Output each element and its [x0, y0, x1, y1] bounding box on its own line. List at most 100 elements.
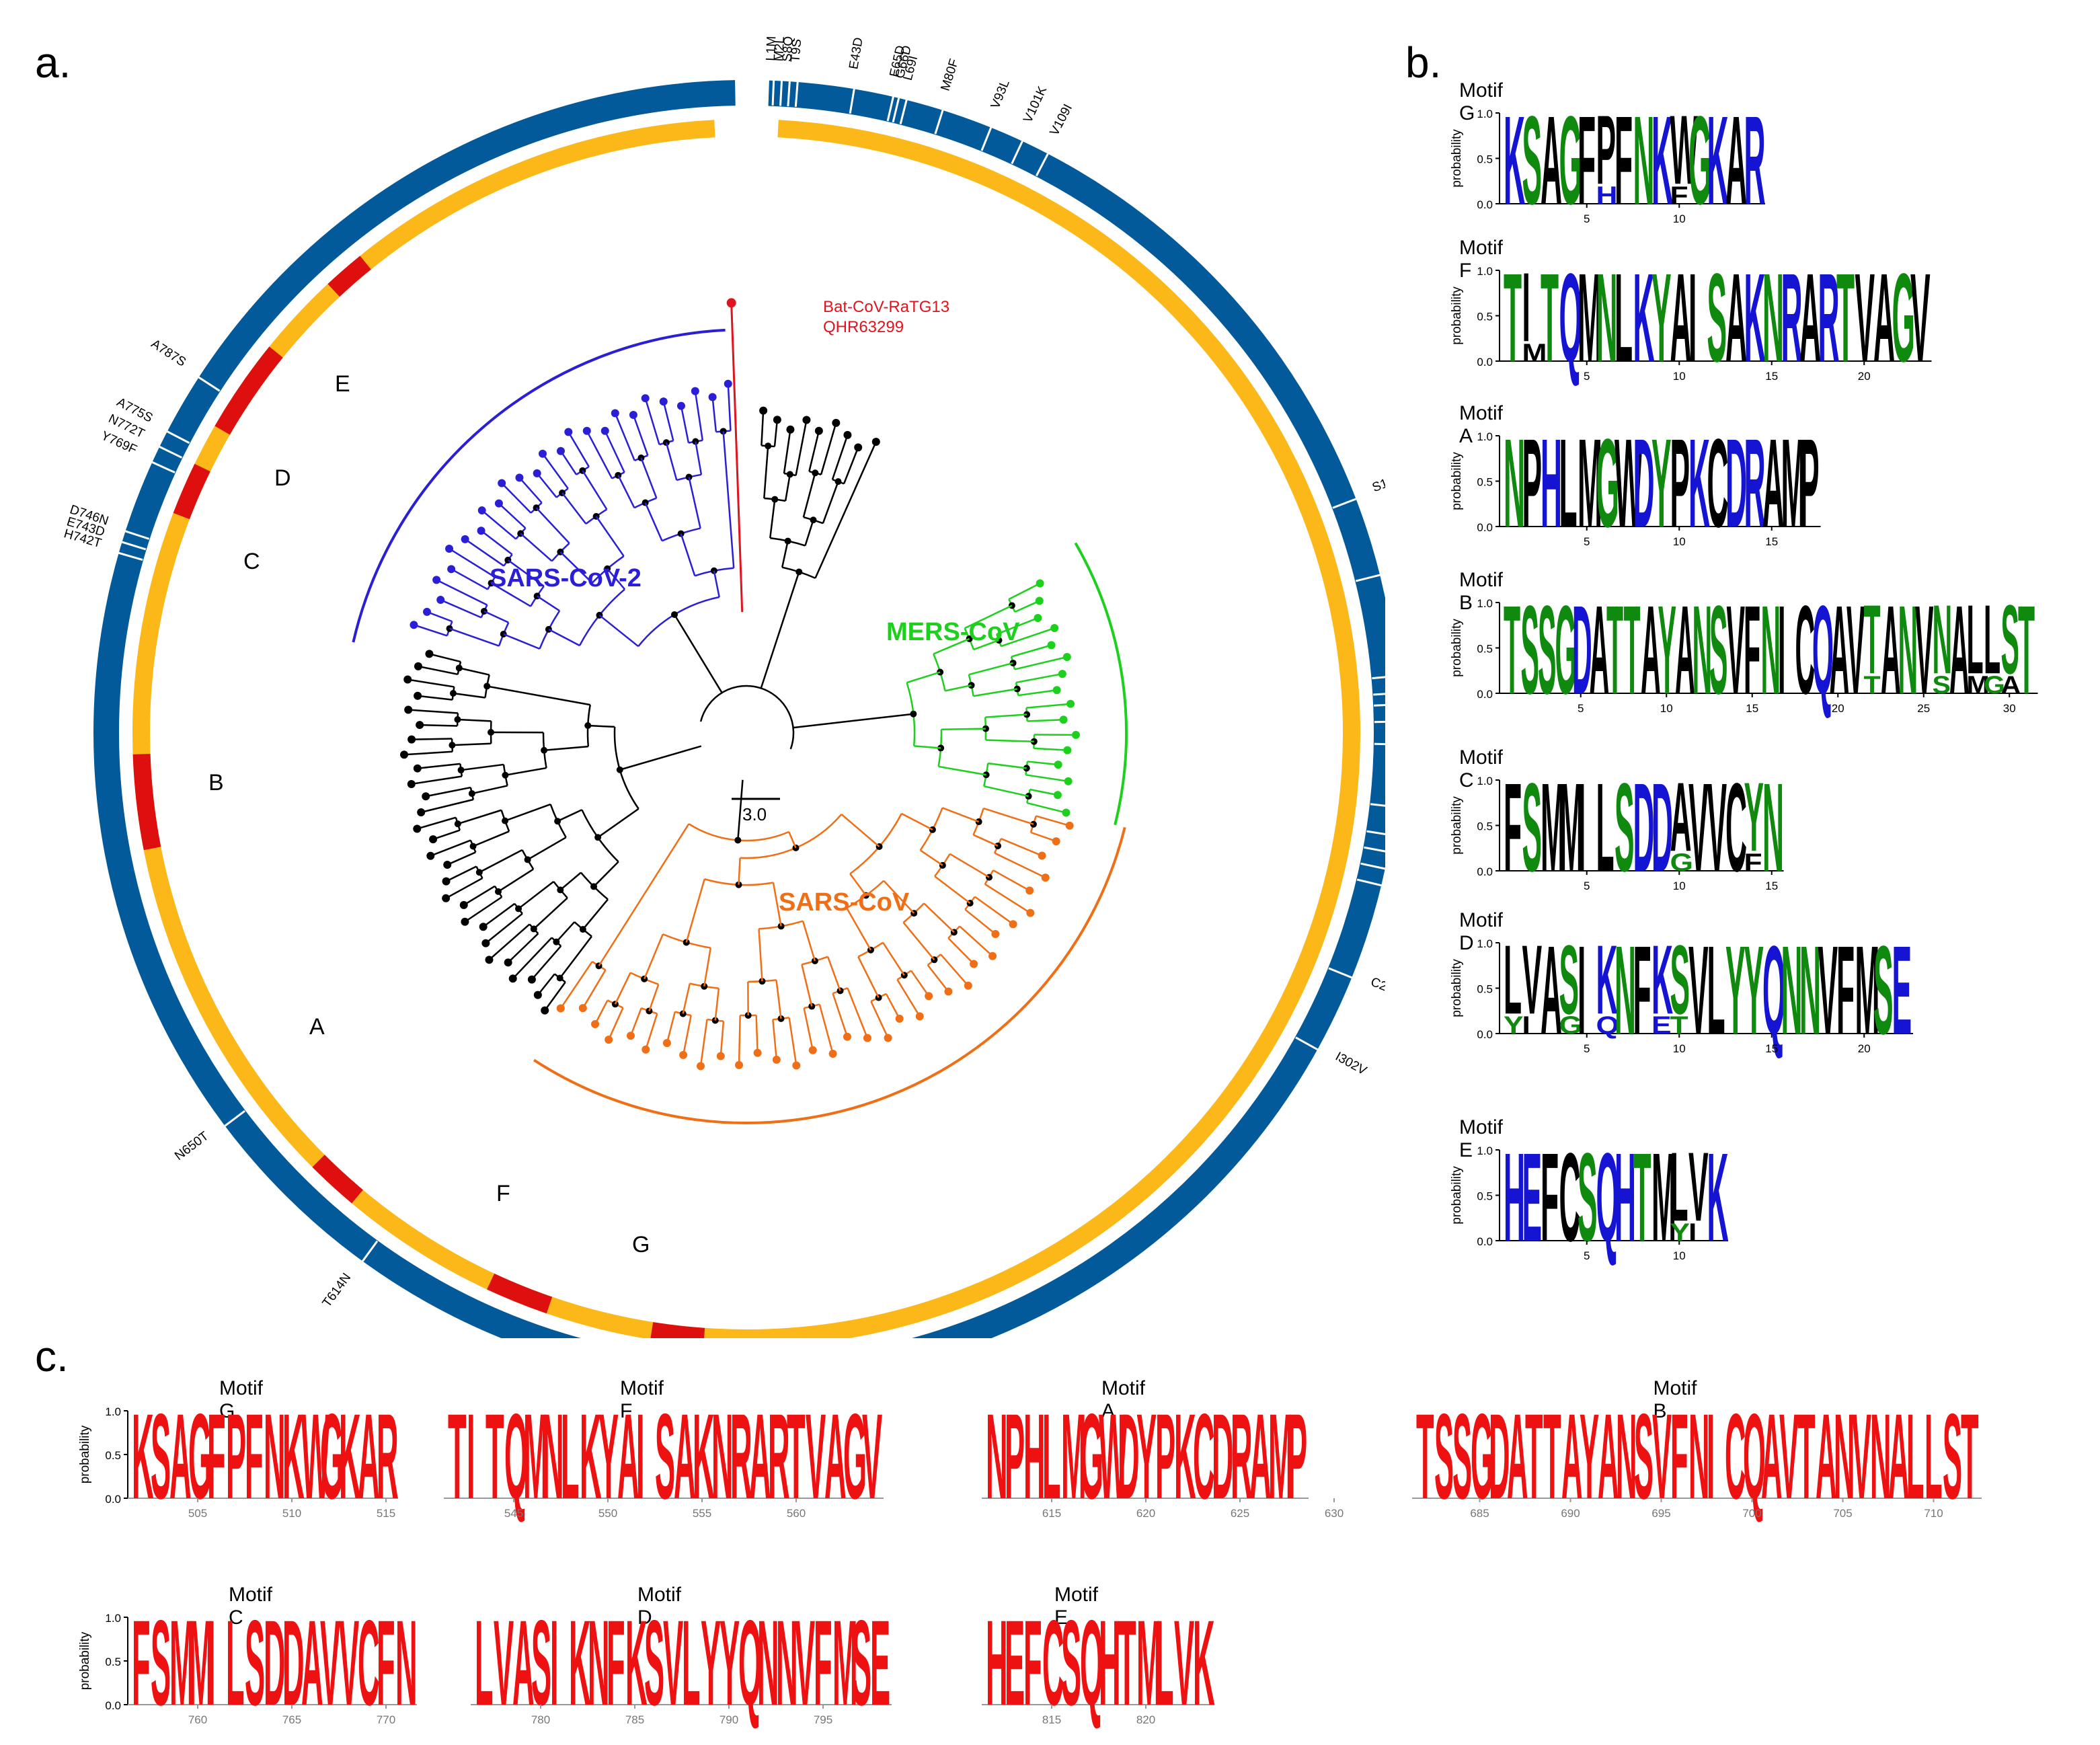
logo-letter: I — [467, 1389, 475, 1524]
y-tick-label: 0.5 — [1477, 1190, 1493, 1203]
mutation-label: M80F — [938, 57, 962, 93]
mers-cov-arc — [1075, 543, 1126, 825]
logo-letter: I — [207, 1595, 216, 1731]
logo-letter-sub: Y — [1670, 1218, 1690, 1246]
logo-letter: N — [1762, 757, 1784, 898]
x-tick-label: 615 — [1042, 1507, 1061, 1520]
logo-letter: S — [1061, 1595, 1081, 1731]
logo-letter: R — [377, 1389, 399, 1524]
x-tick-label: 545 — [504, 1507, 523, 1520]
y-tick-label: 1.0 — [1477, 937, 1493, 950]
logo-letter: P — [1287, 1389, 1307, 1524]
logo-letter: L — [475, 1595, 494, 1731]
x-tick-label: 20 — [1832, 702, 1844, 715]
logo-letter: P — [1670, 413, 1690, 553]
x-tick-label: 10 — [1673, 535, 1686, 548]
x-tick-label: 795 — [814, 1713, 832, 1726]
logo-letter: V — [1855, 247, 1875, 388]
logo-letter: K — [1707, 1127, 1729, 1268]
logo-letter: Y — [701, 1595, 721, 1731]
mutation-label: V109I — [1048, 102, 1076, 139]
logo-letter: F — [1578, 90, 1596, 231]
x-tick-label: 10 — [1660, 702, 1673, 715]
logo-letter: S — [655, 1389, 675, 1524]
x-tick-label: 5 — [1584, 370, 1590, 383]
y-tick-label: 0.0 — [1477, 198, 1493, 211]
logo-letter: Y — [1744, 920, 1764, 1060]
logo-letter: F — [1615, 90, 1633, 231]
x-tick-label: 15 — [1765, 535, 1778, 548]
x-tick-label: 770 — [377, 1713, 395, 1726]
logo-letter: I — [1578, 757, 1586, 898]
y-axis-label: probability — [1450, 619, 1464, 677]
logo-letter: F — [1836, 920, 1855, 1060]
logo-letter: T — [1504, 247, 1522, 388]
logo-letter: T — [485, 1389, 504, 1524]
logo-letter: V — [795, 1595, 815, 1731]
logo-letter: I — [1778, 579, 1785, 720]
genome-rings — [106, 93, 1385, 1338]
logo-letter: S — [1709, 579, 1727, 720]
mutation-label: A787S — [149, 337, 188, 370]
y-tick-label: 0.0 — [1477, 1235, 1493, 1248]
logo-letter: V — [663, 1595, 683, 1731]
x-tick-label: 10 — [1673, 212, 1686, 225]
clade-sars — [557, 808, 1074, 1070]
logo-letter: F — [1504, 757, 1522, 898]
logo-letter: L — [682, 1595, 701, 1731]
logo-letter: R — [1744, 90, 1766, 231]
tree-root — [620, 572, 914, 840]
clade-label-mers-cov: MERS-CoV — [886, 618, 1020, 646]
logo-letter: T — [1118, 1595, 1136, 1731]
logo-letter: L — [1906, 1388, 1924, 1524]
logo-letter-sub: I — [1522, 1011, 1530, 1039]
x-tick-label: 25 — [1917, 702, 1930, 715]
x-tick-label: 20 — [1858, 370, 1871, 383]
x-tick-label: 625 — [1231, 1507, 1249, 1520]
y-axis-label: probability — [1450, 796, 1464, 855]
y-axis-label: probability — [1450, 452, 1464, 510]
x-tick-label: 815 — [1042, 1713, 1061, 1726]
logo-letter: V — [1652, 1388, 1672, 1524]
logo-letter: Y — [1651, 247, 1672, 388]
mutation-label: T9S — [789, 38, 805, 63]
logo-letter: L — [1155, 1595, 1174, 1731]
logo-letter: S — [1634, 1388, 1654, 1524]
y-tick-label: 1.0 — [1477, 430, 1493, 443]
mutation-label: V93L — [988, 78, 1013, 111]
motif-letter-A: A — [309, 1014, 325, 1040]
motif-letter-F: F — [496, 1181, 510, 1206]
logo-letter: Y — [1658, 579, 1676, 720]
x-tick-label: 15 — [1765, 880, 1778, 892]
motif-region-G — [652, 1331, 704, 1337]
logo-letter: S — [1522, 757, 1543, 898]
x-tick-label: 560 — [787, 1507, 806, 1520]
logo-letter: Y — [1136, 1389, 1157, 1524]
y-tick-label: 0.5 — [1477, 983, 1493, 996]
x-tick-label: 710 — [1924, 1507, 1943, 1520]
logo-letter: S — [1538, 579, 1556, 720]
x-tick-label: 5 — [1584, 880, 1590, 892]
logo-letter: S — [1707, 247, 1727, 388]
logo-letter: Y — [720, 1595, 740, 1731]
logo-letter: T — [448, 1389, 467, 1524]
x-tick-label: 10 — [1673, 370, 1686, 383]
bat-cov-label: Bat-CoV-RaTG13 — [823, 298, 949, 316]
y-axis-label: probability — [1450, 959, 1464, 1017]
logo-letter: Y — [598, 1389, 619, 1524]
logo-letter: V — [1688, 920, 1709, 1060]
logo-letter: V — [1846, 579, 1865, 720]
bat-cov-tip — [727, 298, 736, 307]
logo-letter: T — [1541, 247, 1559, 388]
logo-letter: S — [1943, 1388, 1962, 1524]
x-tick-label: 15 — [1746, 702, 1758, 715]
logo-letter: I — [636, 1389, 645, 1524]
logo-letter: V — [1707, 757, 1727, 898]
x-tick-label: 695 — [1651, 1507, 1670, 1520]
logo-letter: T — [1606, 579, 1623, 720]
logo-letter: Y — [1725, 920, 1746, 1060]
motif-letter-C: C — [243, 549, 260, 574]
mutation-label: I302V — [1333, 1050, 1369, 1079]
logo-letter: T — [2018, 579, 2035, 720]
